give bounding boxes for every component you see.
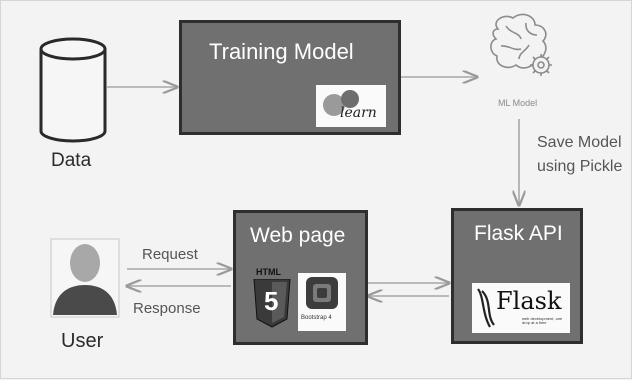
web-page-title: Web page [250, 224, 346, 247]
html5-logo: HTML 5 [252, 267, 292, 329]
ml-model-label: ML Model [498, 98, 538, 108]
html5-logo-text: HTML [256, 267, 281, 277]
database-icon [39, 37, 107, 143]
request-label: Request [142, 246, 198, 263]
flask-api-box: Flask API Flask web development, one dro… [451, 208, 583, 344]
flask-logo-subtext: web development, one drop at a time [522, 316, 563, 326]
flask-logo: Flask web development, one drop at a tim… [472, 283, 570, 333]
flask-api-title: Flask API [474, 222, 563, 245]
bootstrap-logo-text: Bootstrap 4 [301, 315, 332, 321]
html5-number: 5 [264, 286, 279, 316]
user-avatar-icon [50, 238, 120, 318]
bootstrap-logo: Bootstrap 4 [298, 273, 346, 331]
brain-gear-icon [490, 13, 552, 76]
training-model-box: Training Model learn [179, 20, 401, 135]
training-model-title: Training Model [209, 39, 354, 64]
flask-logo-text: Flask [496, 287, 562, 315]
sklearn-logo-text: learn [340, 105, 377, 121]
response-label: Response [133, 300, 201, 317]
data-label: Data [51, 150, 92, 171]
using-pickle-label: using Pickle [537, 158, 623, 175]
web-page-box: Web page HTML 5 Bootstrap 4 [233, 210, 368, 345]
user-label: User [61, 330, 104, 352]
sklearn-logo: learn [316, 85, 386, 127]
save-model-label: Save Model [537, 134, 622, 151]
